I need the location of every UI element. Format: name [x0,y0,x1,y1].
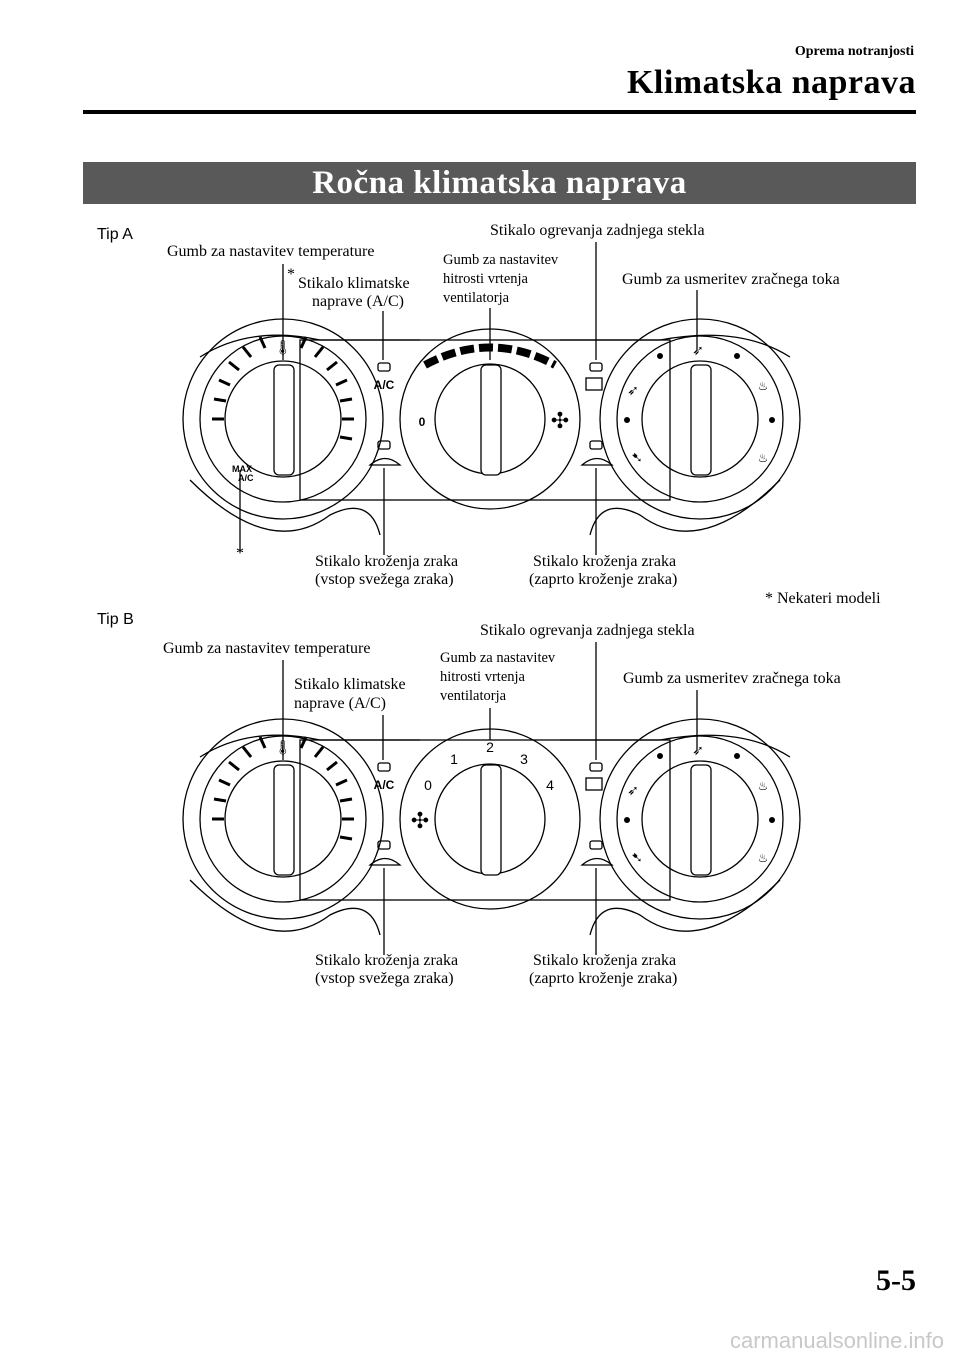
tip-a-airflow-label: Gumb za usmeritev zračnega toka [622,271,840,288]
tip-b-ac-text: A/C [374,778,395,792]
chapter-title: Klimatska naprava [626,64,916,101]
tip-b-temp-label: Gumb za nastavitev temperature [163,640,371,657]
tip-b-ac-label-1: Stikalo klimatske [294,676,406,693]
tip-a-label: Tip A [97,226,133,243]
tip-b-fan-label-1: Gumb za nastavitev [440,650,556,666]
tip-a-temp-label: Gumb za nastavitev temperature [167,243,375,260]
tip-a-fan-icon: ✣ [551,408,569,433]
tip-a-fan-label-2: hitrosti vrtenja [443,271,528,287]
tip-a-fresh-label-1: Stikalo kroženja zraka [315,553,459,570]
tip-b-fan-speed-1: 1 [450,751,458,767]
tip-a-floor-icon: ➷ [631,449,643,465]
tip-b-rear-defrost-label: Stikalo ogrevanja zadnjega stekla [480,622,695,639]
tip-a-ac-asterisk: * [287,266,295,283]
tip-b-windshield-defrost-icon: ♨ [758,851,769,865]
tip-a-fan-label-1: Gumb za nastavitev [443,252,559,268]
tip-b-fan-speed-0: 0 [424,777,432,793]
tip-a-recirc-label-2: (zaprto kroženje zraka) [529,571,678,588]
tip-b-fan-speed-4: 4 [546,777,554,793]
tip-b-recirc-label-1: Stikalo kroženja zraka [533,952,677,969]
tip-b-floor-icon: ➷ [631,849,643,865]
tip-a-max-2: A/C [238,473,254,483]
tip-a-footnote: * Nekateri modeli [765,590,881,607]
tip-a-ac-label-2: naprave (A/C) [312,293,404,310]
tip-a-max-1: MAX [232,464,252,474]
page-number: 5-5 [876,1264,916,1297]
tip-a-bilevel-icon: ➶ [627,382,639,398]
tip-b-temp-icon: 🌡 [274,739,292,755]
tip-a-windshield-defrost-icon: ♨ [758,451,769,465]
tip-b-fan-speed-2: 2 [486,739,494,755]
tip-a-fresh-label-2: (vstop svežega zraka) [315,571,454,588]
tip-b-fan-label-3: ventilatorja [440,688,507,704]
section-banner: Ročna klimatska naprava [83,162,916,204]
header-rule [83,110,916,114]
tip-b-floor-defrost-icon: ♨ [758,779,769,793]
tip-a-bottom-asterisk: * [236,545,244,562]
tip-b-fan-speed-3: 3 [520,751,528,767]
tip-b-fan-icon: ✣ [411,808,429,833]
tip-a-temp-icon: 🌡 [274,339,292,355]
tip-a-rear-defrost-label: Stikalo ogrevanja zadnjega stekla [490,222,705,239]
section-label: Oprema notranjosti [794,44,914,59]
tip-b-airflow-label: Gumb za usmeritev zračnega toka [623,670,841,687]
tip-b-fresh-label-2: (vstop svežega zraka) [315,970,454,987]
tip-a-fan-zero: 0 [419,415,426,429]
tip-a-floor-defrost-icon: ♨ [758,379,769,393]
tip-b-ac-label-2: naprave (A/C) [294,695,386,712]
tip-b-face-vent-icon: ➶ [692,742,704,758]
tip-b-fresh-label-1: Stikalo kroženja zraka [315,952,459,969]
tip-a-recirc-label-1: Stikalo kroženja zraka [533,553,677,570]
tip-b-bilevel-icon: ➶ [627,782,639,798]
tip-a-ac-text: A/C [374,378,395,392]
tip-a-ac-label-1: Stikalo klimatske [298,275,410,292]
tip-a-face-vent-icon: ➶ [692,342,704,358]
tip-a-fan-label-3: ventilatorja [443,290,510,306]
tip-b-label: Tip B [97,611,134,628]
tip-b-fan-label-2: hitrosti vrtenja [440,669,525,685]
tip-b-recirc-label-2: (zaprto kroženje zraka) [529,970,678,987]
watermark: carmanualsonline.info [729,1328,944,1353]
